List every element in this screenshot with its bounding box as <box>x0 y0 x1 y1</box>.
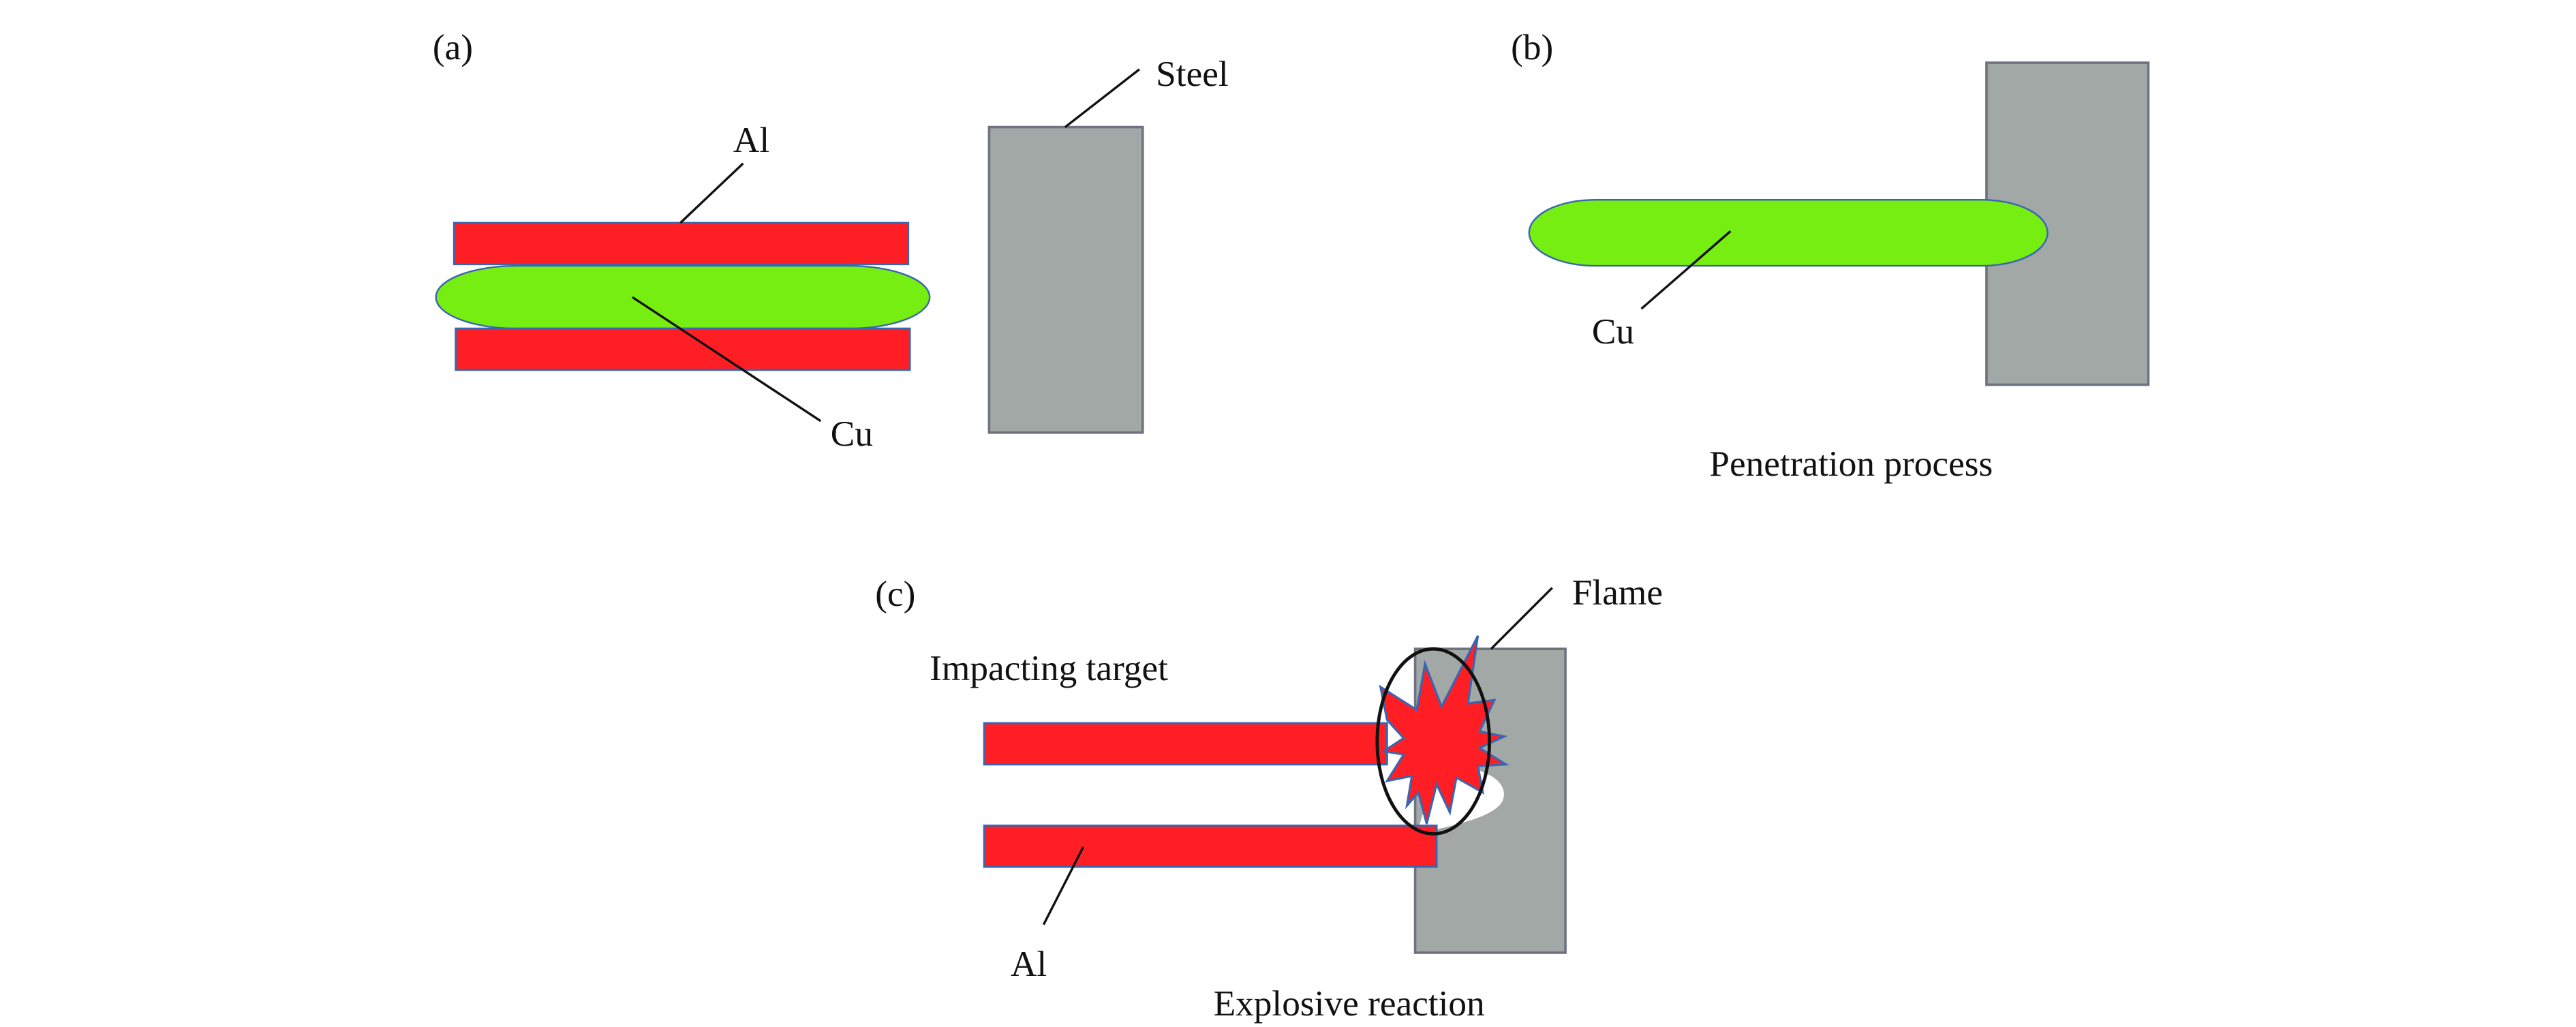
al-bar-top-a <box>453 221 910 266</box>
penetration-caption: Penetration process <box>1709 444 1993 484</box>
al-label-c: Al <box>1011 944 1047 984</box>
al-leader-a <box>679 162 744 224</box>
al-bar-upper-c <box>983 722 1388 766</box>
flame-leader <box>1490 587 1553 650</box>
panel-a-tag: (a) <box>433 27 473 67</box>
cu-label-a: Cu <box>831 414 873 454</box>
cu-leader-b <box>1640 230 1732 310</box>
panel-b: (b) Cu Penetration process <box>1511 27 2150 484</box>
cu-leader-a <box>632 296 822 423</box>
al-leader-c <box>1042 846 1085 925</box>
explosive-reaction-caption: Explosive reaction <box>1214 983 1485 1024</box>
panel-c-tag: (c) <box>875 574 915 614</box>
cu-label-b: Cu <box>1592 311 1634 352</box>
al-bar-lower-c <box>983 824 1438 868</box>
steel-label-a: Steel <box>1156 54 1229 94</box>
steel-leader-a <box>1064 68 1140 128</box>
steel-plate-a <box>987 125 1144 434</box>
cu-liner-a <box>435 264 931 330</box>
impacting-target-label: Impacting target <box>930 648 1168 688</box>
explosion-burst-icon <box>1379 635 1509 825</box>
flame-label: Flame <box>1572 572 1663 613</box>
al-bar-bottom-a <box>455 327 911 371</box>
panel-a: (a) Steel Al Cu <box>433 27 1229 454</box>
flame-ellipse <box>1375 647 1492 836</box>
panel-b-tag: (b) <box>1511 27 1553 67</box>
al-label-a: Al <box>733 120 769 160</box>
panel-c: (c) Flame Impacting target Al Explosive … <box>875 572 1663 1024</box>
cu-jet-b <box>1528 198 2049 267</box>
